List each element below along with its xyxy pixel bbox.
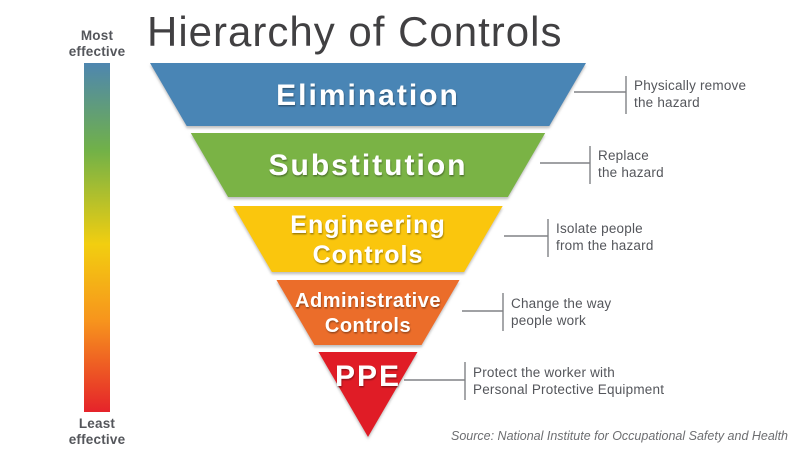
annotation-substitution-line1: Replace	[598, 148, 649, 163]
connector-line-substitution	[540, 146, 591, 184]
connector-line-administrative	[462, 293, 504, 331]
level-label-engineering-line1: Engineering	[290, 211, 445, 239]
most-effective-label-line1: Most	[81, 28, 114, 43]
annotation-ppe-line2: Personal Protective Equipment	[473, 382, 664, 397]
annotation-ppe: Protect the worker with Personal Protect…	[404, 362, 664, 400]
least-effective-label-line2: effective	[69, 432, 126, 447]
level-label-substitution: Substitution	[269, 149, 468, 182]
connector-line-ppe	[404, 362, 466, 400]
inverted-pyramid	[150, 63, 586, 437]
pyramid-level-ppe	[318, 352, 418, 437]
connector-line-engineering	[504, 219, 549, 257]
annotation-engineering-line1: Isolate people	[556, 221, 643, 236]
annotation-administrative-line1: Change the way	[511, 296, 611, 311]
annotation-ppe-line1: Protect the worker with	[473, 365, 615, 380]
annotation-elimination-line2: the hazard	[634, 95, 700, 110]
annotation-elimination: Physically remove the hazard	[574, 76, 746, 114]
annotation-engineering-line2: from the hazard	[556, 238, 654, 253]
annotation-engineering-controls: Isolate people from the hazard	[504, 219, 654, 257]
pyramid-level-elimination	[150, 63, 586, 126]
source-attribution: Source: National Institute for Occupatio…	[451, 429, 788, 443]
pyramid-level-engineering-controls	[233, 206, 503, 272]
annotation-administrative-controls: Change the way people work	[462, 293, 611, 331]
level-label-elimination: Elimination	[276, 79, 460, 112]
annotation-administrative-line2: people work	[511, 313, 586, 328]
annotation-substitution: Replace the hazard	[540, 146, 664, 184]
page-title: Hierarchy of Controls	[147, 8, 562, 55]
pyramid-level-administrative-controls	[276, 280, 460, 345]
effectiveness-scale: Most effective Least effective	[69, 28, 126, 447]
connector-line-elimination	[574, 76, 627, 114]
level-label-ppe: PPE	[335, 360, 401, 393]
level-label-administrative-line2: Controls	[325, 315, 411, 337]
least-effective-label-line1: Least	[79, 416, 116, 431]
annotation-substitution-line2: the hazard	[598, 165, 664, 180]
level-label-engineering-line2: Controls	[313, 241, 424, 269]
most-effective-label-line2: effective	[69, 44, 126, 59]
effectiveness-gradient-bar	[84, 63, 110, 412]
pyramid-level-substitution	[190, 133, 546, 197]
pyramid-labels: Elimination Substitution Engineering Con…	[269, 79, 468, 393]
level-label-administrative-line1: Administrative	[295, 290, 441, 312]
annotation-elimination-line1: Physically remove	[634, 78, 746, 93]
